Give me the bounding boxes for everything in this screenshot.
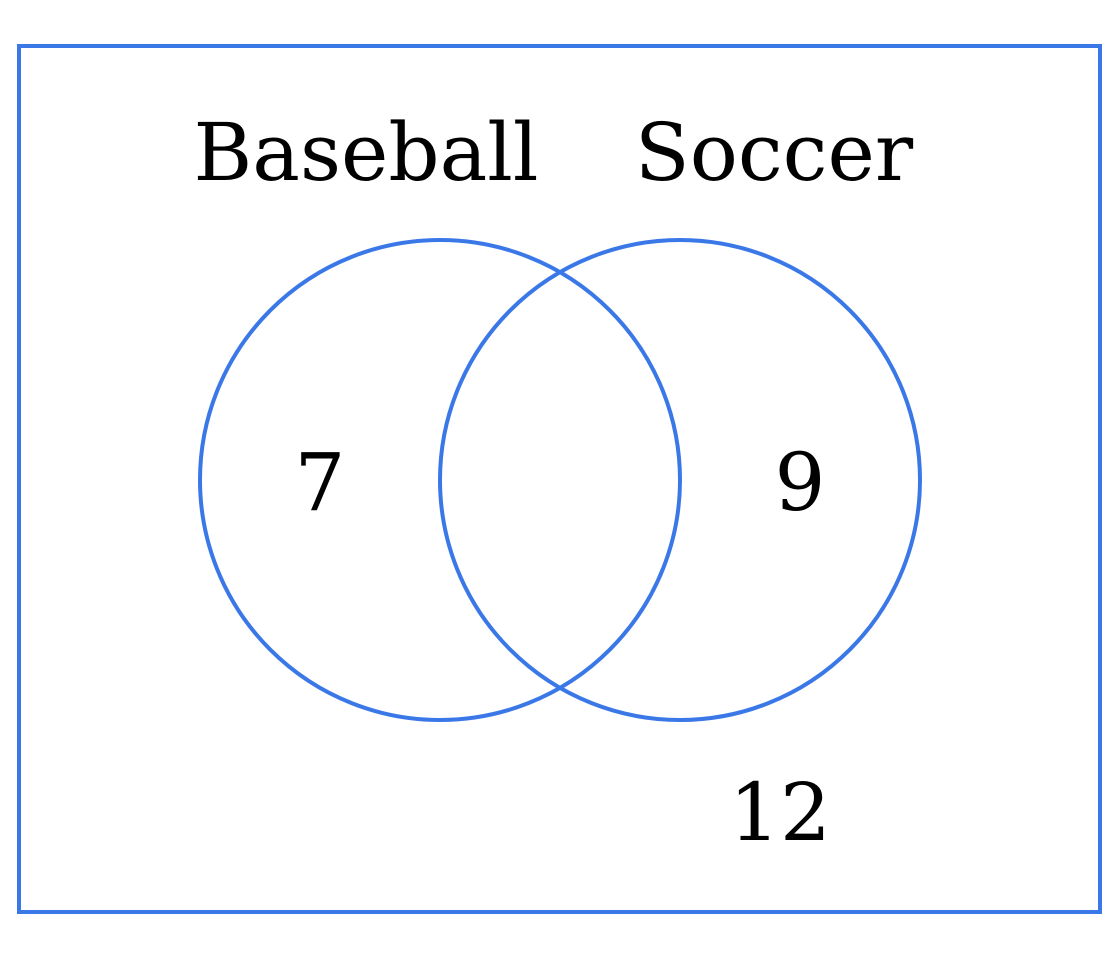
soccer-label: Soccer <box>635 106 914 199</box>
outside-count: 12 <box>729 766 831 859</box>
soccer-circle <box>438 238 922 722</box>
baseball-label: Baseball <box>194 106 539 199</box>
soccer-only-count: 9 <box>775 436 826 529</box>
baseball-circle <box>198 238 682 722</box>
baseball-only-count: 7 <box>295 436 346 529</box>
universal-set-border <box>17 44 1102 914</box>
